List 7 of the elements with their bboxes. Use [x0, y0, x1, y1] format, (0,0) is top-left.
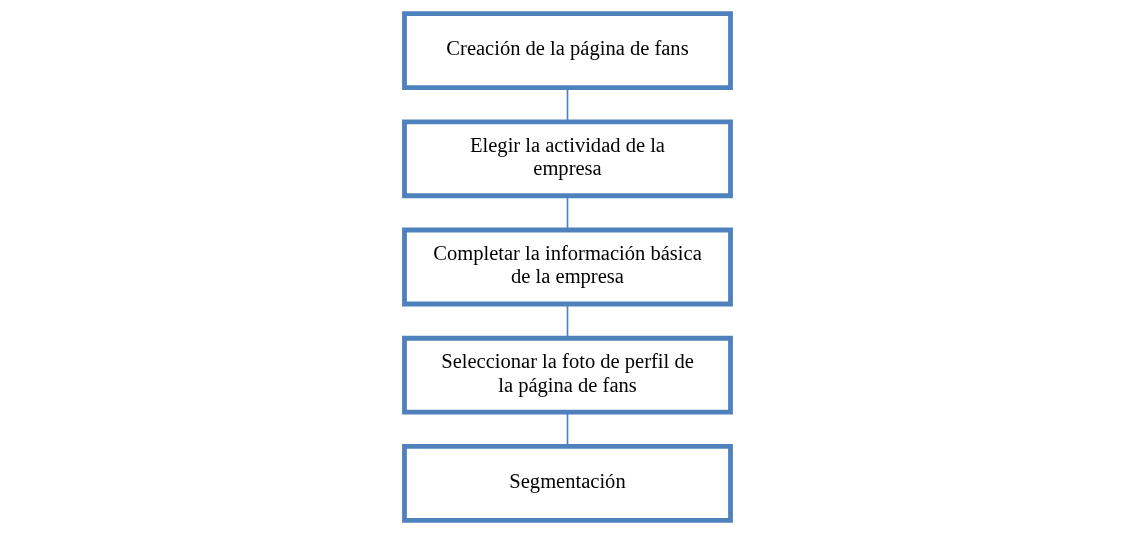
node-box: Seleccionar la foto de perfil de la página de fans: [401, 335, 733, 415]
connector: [566, 303, 568, 339]
connector: [566, 195, 568, 231]
node-box: Completar la información básica de la empresa: [401, 227, 733, 307]
node-box: Segmentación: [401, 444, 733, 523]
node-box: Elegir la actividad de la empresa: [401, 119, 733, 199]
node-box: Creación de la página de fans: [401, 11, 733, 90]
